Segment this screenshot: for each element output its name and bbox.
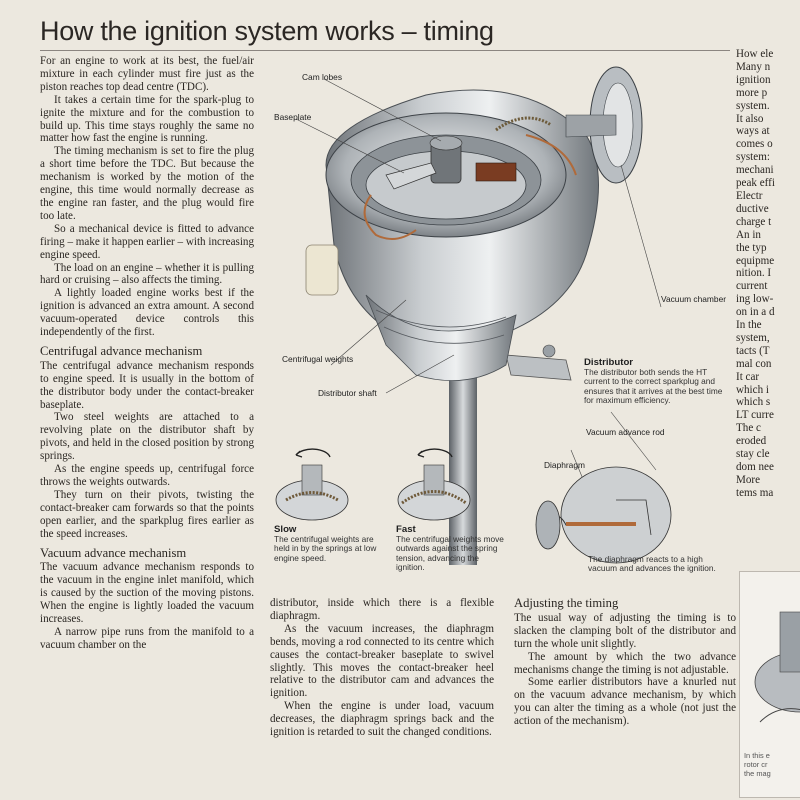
paragraph: The load on an engine – whether it is pu…: [40, 261, 254, 287]
text-line: on in a d: [736, 306, 775, 319]
text-line: equipme: [736, 254, 775, 267]
section-heading: Adjusting the timing: [514, 596, 619, 610]
text-line: It car: [736, 370, 760, 383]
box-caption-line: In this e: [744, 752, 770, 760]
fast-weights-drawing: [397, 448, 471, 521]
cam-lobes-label: Cam lobes: [302, 72, 343, 82]
article-column-3: Adjusting the timing The usual way of ad…: [514, 597, 736, 728]
section-heading: Centrifugal advance mechanism: [40, 343, 203, 358]
paragraph: The vacuum advance mechanism responds to…: [40, 561, 254, 626]
text-line: mechani: [736, 164, 774, 177]
text-line: Many n: [736, 60, 771, 73]
distributor-shaft-label: Distributor shaft: [318, 388, 377, 398]
text-line: ing low-: [736, 293, 774, 306]
centrifugal-weights-label: Centrifugal weights: [282, 354, 354, 364]
paragraph: It takes a certain time for the spark-pl…: [40, 93, 254, 145]
paragraph: The usual way of adjusting the timing is…: [514, 611, 736, 650]
fast-caption-text: The centrifugal weights move outwards ag…: [396, 534, 504, 572]
text-line: dom nee: [736, 461, 774, 473]
next-page-figure-box: In this e rotor cr the mag: [739, 571, 800, 798]
baseplate-label: Baseplate: [274, 112, 312, 122]
text-line: How ele: [736, 48, 774, 60]
rotor-drawing: [754, 611, 800, 723]
paragraph: Two steel weights are attached to a revo…: [40, 411, 254, 463]
text-line: which i: [736, 383, 769, 396]
paragraph: The centrifugal advance mechanism respon…: [40, 359, 254, 411]
text-line: The c: [736, 422, 761, 435]
text-line: An in: [736, 228, 761, 241]
text-line: system:: [736, 151, 770, 164]
slow-weights-drawing: [275, 448, 349, 521]
article-column-2: distributor, inside which there is a fle…: [270, 597, 494, 739]
paragraph: They turn on their pivots, twisting the …: [40, 488, 254, 540]
diaphragm-label: Diaphragm: [544, 460, 585, 470]
text-line: ways at: [736, 125, 770, 138]
box-caption-line: rotor cr: [744, 761, 768, 769]
text-line: stay cle: [736, 448, 770, 461]
text-line: In the: [736, 319, 762, 332]
fast-caption-title: Fast: [396, 524, 416, 535]
text-line: peak effi: [736, 177, 775, 190]
text-line: More: [736, 473, 761, 486]
slow-caption-title: Slow: [274, 524, 297, 535]
text-line: eroded: [736, 435, 767, 448]
text-line: system,: [736, 331, 770, 344]
paragraph: A lightly loaded engine works best if th…: [40, 287, 254, 339]
distributor-cutaway-drawing: [275, 66, 672, 565]
fast-caption: Fast The centrifugal weights move outwar…: [396, 525, 506, 572]
diaphragm-caption: The diaphragm reacts to a high vacuum an…: [588, 554, 716, 574]
paragraph: distributor, inside which there is a fle…: [270, 597, 494, 622]
vacuum-chamber-label: Vacuum chamber: [661, 294, 727, 304]
text-line: more p: [736, 86, 768, 99]
vacuum-advance-rod-label: Vacuum advance rod: [586, 427, 665, 437]
text-line: the typ: [736, 241, 767, 254]
distributor-illustration: Cam lobes Baseplate Vacuum chamber Centr…: [266, 55, 734, 585]
text-line: ductive: [736, 202, 769, 215]
distributor-caption-text: The distributor both sends the HT curren…: [584, 367, 723, 405]
paragraph: Some earlier distributors have a knurled…: [514, 676, 736, 728]
text-line: system.: [736, 99, 770, 112]
text-line: LT curre: [736, 409, 774, 422]
text-line: tacts (T: [736, 344, 770, 357]
paragraph: The amount by which the two advance mech…: [514, 650, 736, 676]
paragraph: So a mechanical device is fitted to adva…: [40, 222, 254, 261]
diaphragm-drawing: [535, 466, 672, 564]
text-line: ignition: [736, 73, 771, 86]
next-page-column: How ele Many n ignition more p system. I…: [736, 48, 800, 568]
title-rule: [40, 50, 730, 51]
text-line: charge t: [736, 215, 772, 228]
paragraph: For an engine to work at its best, the f…: [40, 55, 254, 93]
text-line: Electr: [736, 189, 763, 202]
article-column-1: For an engine to work at its best, the f…: [40, 55, 254, 652]
paragraph: A narrow pipe runs from the manifold to …: [40, 625, 254, 651]
text-line: nition. I: [736, 267, 772, 280]
text-line: tems ma: [736, 486, 774, 499]
paragraph: As the vacuum increases, the diaphragm b…: [270, 622, 494, 700]
box-caption-line: the mag: [744, 770, 771, 778]
page-title: How the ignition system works – timing: [40, 16, 494, 46]
section-heading: Vacuum advance mechanism: [40, 545, 187, 560]
paragraph: The timing mechanism is set to fire the …: [40, 145, 254, 222]
distributor-caption-title: Distributor: [584, 357, 634, 368]
text-line: mal con: [736, 357, 772, 370]
text-line: comes o: [736, 138, 773, 151]
distributor-caption: Distributor The distributor both sends t…: [584, 358, 734, 405]
paragraph: As the engine speeds up, centrifugal for…: [40, 463, 254, 488]
text-line: current: [736, 280, 768, 293]
slow-caption: Slow The centrifugal weights are held in…: [274, 525, 379, 563]
text-line: It also: [736, 112, 764, 125]
text-line: which s: [736, 396, 771, 409]
slow-caption-text: The centrifugal weights are held in by t…: [274, 534, 377, 563]
paragraph: When the engine is under load, vacuum de…: [270, 700, 494, 739]
